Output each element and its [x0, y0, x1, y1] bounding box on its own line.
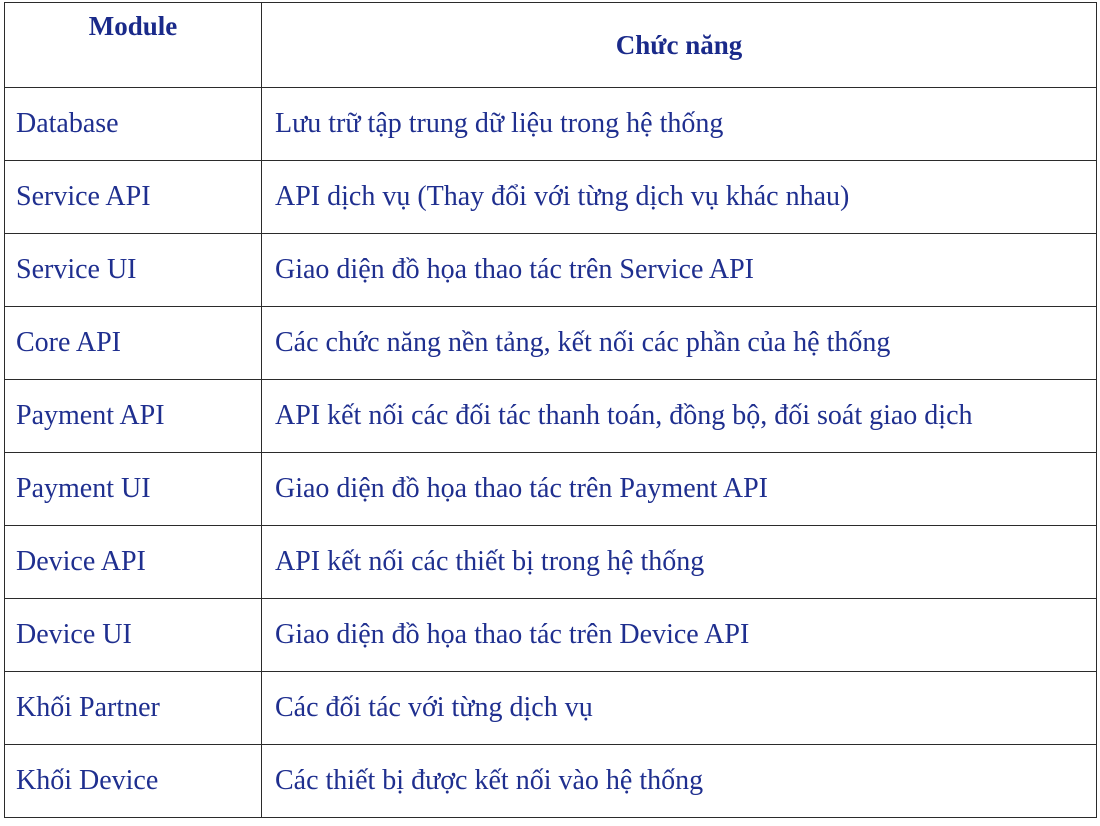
table-row: Device UI Giao diện đồ họa thao tác trên… [4, 598, 1097, 672]
module-cell: Database [4, 87, 262, 161]
function-cell: Các chức năng nền tảng, kết nối các phần… [261, 306, 1097, 380]
module-cell: Service API [4, 160, 262, 234]
function-cell: Các đối tác với từng dịch vụ [261, 671, 1097, 745]
table-row: Database Lưu trữ tập trung dữ liệu trong… [4, 87, 1097, 161]
table-row: Device API API kết nối các thiết bị tron… [4, 525, 1097, 599]
module-function-table: Module Chức năng Database Lưu trữ tập tr… [4, 2, 1097, 818]
function-cell: Giao diện đồ họa thao tác trên Payment A… [261, 452, 1097, 526]
table-row: Khối Partner Các đối tác với từng dịch v… [4, 671, 1097, 745]
header-module: Module [4, 2, 262, 88]
table-row: Khối Device Các thiết bị được kết nối và… [4, 744, 1097, 818]
module-cell: Core API [4, 306, 262, 380]
function-cell: Lưu trữ tập trung dữ liệu trong hệ thống [261, 87, 1097, 161]
module-cell: Device UI [4, 598, 262, 672]
function-cell: API dịch vụ (Thay đổi với từng dịch vụ k… [261, 160, 1097, 234]
table-row: Payment API API kết nối các đối tác than… [4, 379, 1097, 453]
table-row: Payment UI Giao diện đồ họa thao tác trê… [4, 452, 1097, 526]
table-header-row: Module Chức năng [4, 2, 1097, 88]
module-cell: Device API [4, 525, 262, 599]
module-cell: Payment API [4, 379, 262, 453]
table-row: Core API Các chức năng nền tảng, kết nối… [4, 306, 1097, 380]
header-function: Chức năng [261, 2, 1097, 88]
function-cell: Các thiết bị được kết nối vào hệ thống [261, 744, 1097, 818]
table-row: Service UI Giao diện đồ họa thao tác trê… [4, 233, 1097, 307]
module-cell: Service UI [4, 233, 262, 307]
table-row: Service API API dịch vụ (Thay đổi với từ… [4, 160, 1097, 234]
module-cell: Khối Partner [4, 671, 262, 745]
function-cell: Giao diện đồ họa thao tác trên Device AP… [261, 598, 1097, 672]
function-cell: API kết nối các thiết bị trong hệ thống [261, 525, 1097, 599]
function-cell: Giao diện đồ họa thao tác trên Service A… [261, 233, 1097, 307]
module-cell: Khối Device [4, 744, 262, 818]
module-cell: Payment UI [4, 452, 262, 526]
function-cell: API kết nối các đối tác thanh toán, đồng… [261, 379, 1097, 453]
